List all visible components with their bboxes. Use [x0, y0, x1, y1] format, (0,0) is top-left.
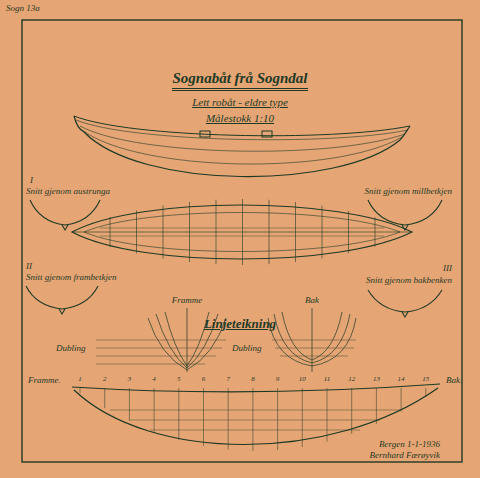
label: Bak.	[446, 376, 462, 386]
label: Målestokk 1:10	[206, 112, 274, 124]
label: Snitt gjenom bakbenken	[366, 276, 452, 286]
label: Framme.	[28, 376, 61, 386]
frame	[22, 20, 462, 462]
label: 15	[422, 376, 429, 384]
label: 5	[177, 376, 181, 384]
label: 8	[251, 376, 255, 384]
label: Sogn 13a	[6, 4, 40, 14]
plan-view	[72, 199, 412, 265]
body-plan	[96, 308, 356, 372]
profile-view	[72, 384, 440, 451]
label: Framme	[172, 296, 203, 306]
label: 10	[299, 376, 306, 384]
label: Bak	[305, 296, 319, 306]
label: 14	[398, 376, 405, 384]
cross-sections	[26, 200, 442, 317]
label: 3	[128, 376, 132, 384]
side-view	[74, 116, 410, 177]
label: Snitt gjenom austrunga	[26, 187, 110, 197]
label: 2	[103, 376, 107, 384]
label: II	[26, 262, 32, 272]
label: 11	[324, 376, 330, 384]
label: 12	[348, 376, 355, 384]
label: 13	[373, 376, 380, 384]
label: Linjeteikning	[204, 317, 276, 331]
label: Snitt gjenom millbetkjen	[365, 187, 452, 197]
label: III	[443, 264, 452, 274]
label: 1	[78, 376, 82, 384]
label: 6	[202, 376, 206, 384]
label: 9	[276, 376, 280, 384]
label: I	[30, 176, 33, 186]
label: Bernhard Færøyvik	[370, 451, 440, 461]
label: 4	[152, 376, 156, 384]
label: Snitt gjenom frambetkjen	[26, 273, 116, 283]
label: Dubling	[56, 344, 86, 354]
label: 7	[226, 376, 230, 384]
label: Dubling	[232, 344, 262, 354]
title: Sognabåt frå Sogndal	[172, 70, 307, 91]
label: Lett robåt - eldre type	[192, 96, 288, 108]
label: Bergen 1-1-1936	[379, 440, 440, 450]
